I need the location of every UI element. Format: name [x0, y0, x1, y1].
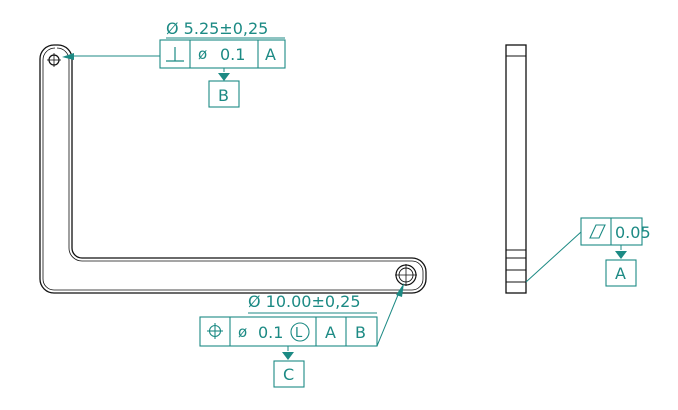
top-annotation: Ø 5.25±0,25 ø 0.1 A B — [62, 19, 286, 108]
top-fcf-datum: A — [265, 45, 276, 64]
datum-a-feature: A — [605, 245, 637, 287]
side-annotation: 0.05 A — [525, 217, 651, 287]
l-part-inner-outline — [42, 47, 424, 291]
flatness-icon — [589, 224, 606, 239]
least-material-condition-icon: L — [290, 322, 310, 342]
top-feature-control-frame: ø 0.1 A — [159, 39, 286, 69]
side-plate-outline — [505, 44, 527, 294]
bottom-annotation: Ø 10.00±0,25 ø 0.1 L A B — [199, 283, 404, 388]
perpendicularity-icon — [166, 47, 184, 62]
datum-a-label: A — [615, 264, 626, 283]
top-fcf-diameter-symbol: ø — [198, 45, 207, 63]
bottom-fcf-tolerance: 0.1 — [258, 323, 283, 342]
top-leader-arrow — [62, 53, 74, 60]
bottom-hole-dimension: Ø 10.00±0,25 — [248, 292, 361, 311]
datum-c-label: C — [283, 365, 294, 384]
position-icon — [207, 323, 223, 339]
side-view — [505, 44, 527, 294]
bottom-fcf-diameter-symbol: ø — [238, 323, 247, 341]
bottom-leader-arrow — [396, 283, 404, 297]
bottom-feature-control-frame: ø 0.1 L A B — [199, 316, 378, 347]
side-leader — [525, 231, 582, 283]
side-fcf-tolerance: 0.05 — [615, 223, 651, 242]
datum-c-feature: C — [273, 346, 305, 388]
bottom-leader — [376, 289, 401, 347]
side-feature-control-frame: 0.05 — [580, 217, 651, 246]
top-hole-dimension: Ø 5.25±0,25 — [166, 19, 268, 38]
top-fcf-tolerance: 0.1 — [220, 45, 245, 64]
datum-b-label: B — [218, 86, 229, 105]
bottom-fcf-datum-1: A — [325, 323, 336, 342]
datum-b-feature: B — [208, 68, 240, 108]
front-view — [39, 44, 427, 294]
l-part-outline — [39, 44, 427, 294]
bottom-fcf-modifier: L — [295, 326, 303, 341]
top-hole — [47, 53, 61, 67]
bottom-hole — [395, 264, 417, 286]
bottom-fcf-datum-2: B — [355, 323, 366, 342]
